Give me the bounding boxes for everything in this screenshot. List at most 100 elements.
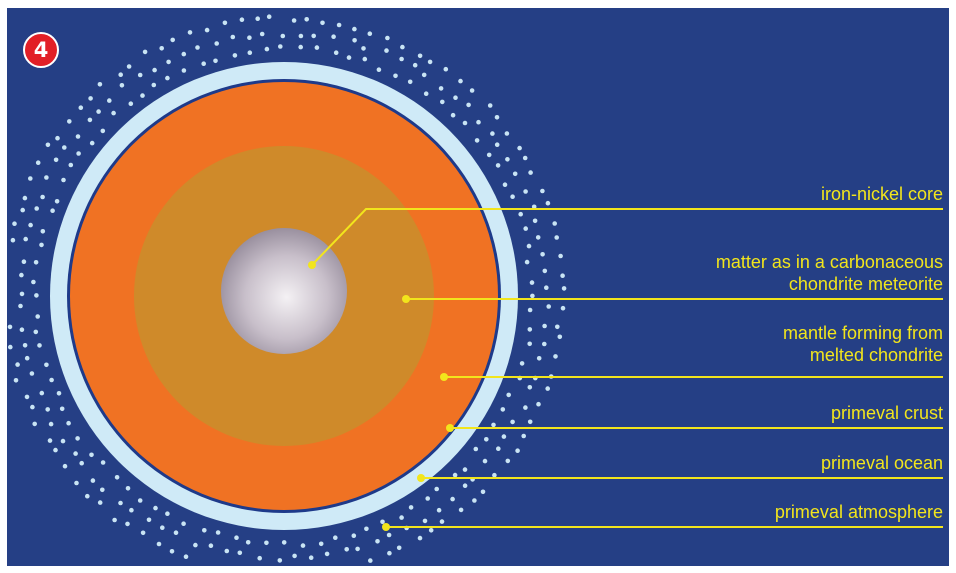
atmosphere-dot	[492, 472, 497, 478]
core-sphere	[221, 228, 347, 354]
atmosphere-dot	[22, 195, 28, 201]
atmosphere-dot	[443, 66, 449, 72]
atmosphere-dot	[181, 68, 187, 73]
atmosphere-dot	[264, 540, 269, 546]
atmosphere-dot	[440, 99, 445, 105]
atmosphere-dot	[48, 421, 54, 427]
atmosphere-dot	[542, 268, 548, 274]
atmosphere-dot	[278, 44, 283, 49]
atmosphere-dot	[67, 119, 72, 124]
atmosphere-dot	[78, 105, 84, 110]
atmosphere-dot	[7, 324, 13, 330]
atmosphere-dot	[24, 394, 30, 400]
atmosphere-dot	[153, 505, 158, 511]
atmosphere-dot	[518, 211, 523, 217]
atmosphere-dot	[561, 286, 567, 291]
atmosphere-dot	[535, 235, 541, 240]
atmosphere-dot	[32, 421, 37, 427]
atmosphere-dot	[387, 550, 392, 556]
step-badge: 4	[23, 32, 59, 68]
atmosphere-dot	[308, 555, 314, 560]
leader-dot-ocean	[417, 474, 425, 482]
atmosphere-dot	[47, 438, 53, 443]
atmosphere-dot	[526, 243, 532, 249]
atmosphere-dot	[160, 525, 165, 530]
atmosphere-dot	[399, 515, 404, 520]
atmosphere-dot	[213, 58, 218, 64]
atmosphere-dot	[19, 272, 24, 278]
label-atmosphere: primeval atmosphere	[774, 502, 943, 522]
atmosphere-dot	[422, 518, 428, 524]
atmosphere-dot	[54, 199, 60, 204]
atmosphere-dot	[458, 507, 464, 513]
atmosphere-dot	[544, 285, 549, 291]
atmosphere-dot	[50, 208, 55, 213]
label-chondrite: matter as in a carbonaceous chondrite me…	[715, 252, 943, 294]
atmosphere-dot	[522, 155, 528, 161]
atmosphere-dot	[35, 160, 41, 165]
atmosphere-dot	[62, 463, 68, 469]
atmosphere-dot	[352, 26, 357, 32]
atmosphere-dot	[352, 38, 357, 43]
atmosphere-dot	[512, 171, 518, 177]
atmosphere-dot	[75, 134, 81, 139]
atmosphere-dot	[165, 75, 170, 81]
atmosphere-dot	[300, 543, 306, 548]
atmosphere-dot	[331, 34, 336, 39]
atmosphere-dot	[560, 305, 566, 311]
atmosphere-dot	[159, 46, 164, 51]
atmosphere-dot	[165, 511, 170, 516]
atmosphere-dot	[320, 20, 325, 26]
atmosphere-dot	[452, 472, 458, 478]
atmosphere-dot	[384, 48, 389, 53]
atmosphere-dot	[423, 91, 429, 96]
atmosphere-dot	[314, 45, 320, 50]
atmosphere-dot	[318, 541, 324, 547]
atmosphere-dot	[473, 446, 479, 452]
atmosphere-dot	[545, 200, 551, 206]
atmosphere-dot	[484, 437, 489, 442]
atmosphere-dot	[10, 237, 16, 243]
atmosphere-dot	[557, 334, 563, 340]
atmosphere-dot	[527, 419, 533, 425]
atmosphere-dot	[505, 458, 511, 464]
leader-dot-chondrite	[402, 295, 410, 303]
atmosphere-dot	[15, 362, 20, 367]
atmosphere-dot	[436, 507, 442, 513]
atmosphere-dot	[87, 117, 93, 123]
atmosphere-dot	[201, 61, 206, 66]
atmosphere-dot	[202, 528, 207, 533]
atmosphere-dot	[298, 33, 304, 39]
atmosphere-dot	[170, 37, 175, 43]
atmosphere-dot	[55, 135, 60, 141]
atmosphere-dot	[346, 55, 352, 60]
atmosphere-dot	[519, 361, 525, 366]
atmosphere-dot	[304, 17, 310, 22]
atmosphere-dot	[13, 378, 19, 383]
atmosphere-dot	[291, 18, 297, 23]
atmosphere-dot	[40, 229, 46, 234]
atmosphere-dot	[107, 98, 112, 103]
atmosphere-dot	[12, 221, 17, 226]
atmosphere-dot	[324, 551, 330, 557]
atmosphere-dot	[146, 517, 152, 523]
atmosphere-dot	[528, 170, 533, 175]
leader-dot-core	[308, 261, 316, 269]
atmosphere-dot	[540, 252, 545, 257]
atmosphere-dot	[380, 519, 385, 525]
atmosphere-dot	[510, 419, 515, 425]
atmosphere-dot	[76, 151, 81, 156]
atmosphere-dot	[37, 343, 42, 348]
atmosphere-dot	[204, 27, 210, 33]
atmosphere-dot	[523, 226, 528, 231]
atmosphere-dot	[532, 218, 538, 224]
atmosphere-dot	[400, 44, 405, 50]
atmosphere-dot	[425, 496, 431, 501]
atmosphere-dot	[558, 253, 563, 259]
atmosphere-dot	[421, 72, 427, 78]
atmosphere-dot	[368, 558, 373, 563]
atmosphere-dot	[439, 519, 445, 524]
atmosphere-dot	[542, 341, 547, 347]
atmosphere-dot	[560, 273, 565, 279]
